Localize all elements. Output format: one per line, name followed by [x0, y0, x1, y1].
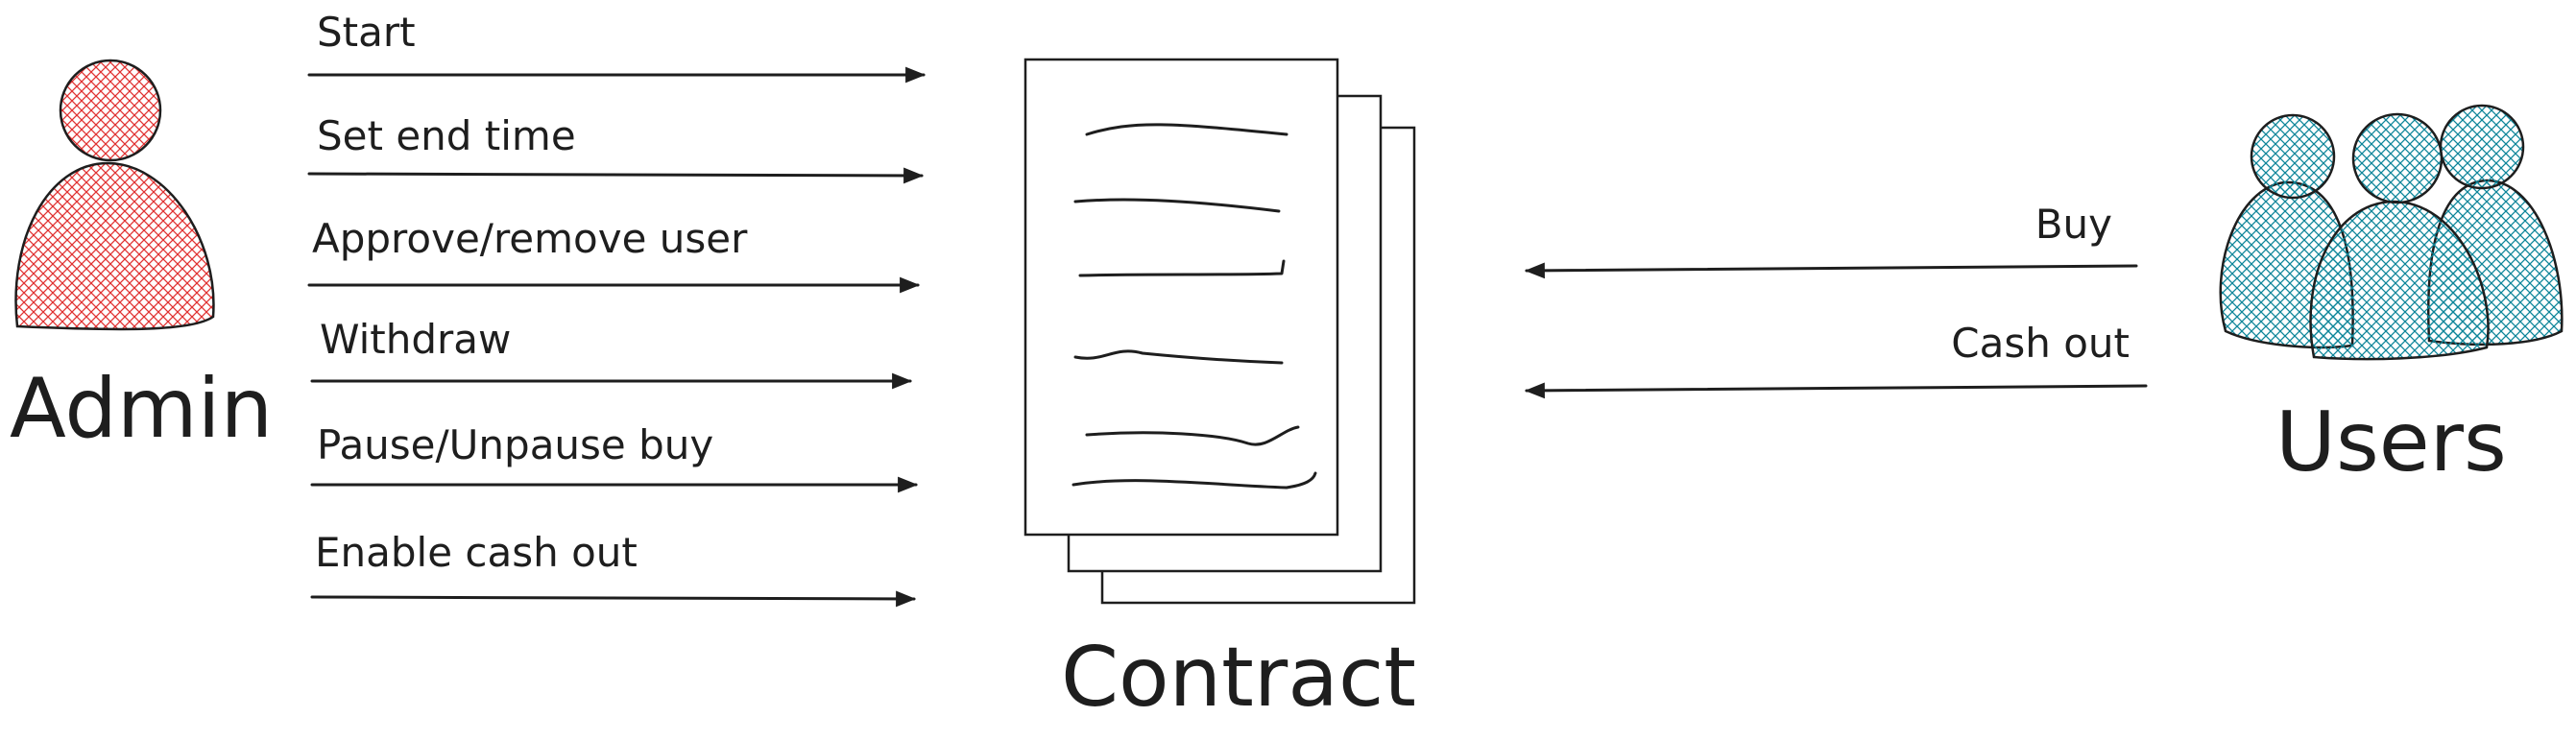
admin-person-icon [14, 59, 215, 331]
action-label-cash-out: Cash out [1951, 320, 2130, 367]
users-center-body [2309, 200, 2490, 361]
arrow-enable-cash-out [310, 590, 917, 608]
action-label-set-end-time: Set end time [317, 112, 576, 159]
contract-scribble-lines [1071, 123, 1317, 490]
action-label-start: Start [317, 9, 416, 56]
admin-body [14, 161, 215, 331]
users-label: Users [2275, 394, 2507, 490]
action-label-approve-remove-user: Approve/remove user [312, 215, 748, 262]
admin-label: Admin [10, 361, 273, 457]
action-label-pause-unpause-buy: Pause/Unpause buy [317, 421, 713, 468]
arrow-set-end-time [307, 167, 925, 184]
admin-head [59, 59, 162, 162]
arrow-cash-out [1524, 382, 2148, 399]
action-label-withdraw: Withdraw [320, 316, 511, 363]
arrow-buy [1524, 262, 2138, 279]
action-label-enable-cash-out: Enable cash out [315, 529, 638, 576]
users-center-head [2351, 112, 2444, 204]
action-label-buy: Buy [2035, 201, 2112, 248]
contract-label: Contract [1061, 630, 1416, 726]
admin-actions: Start Set end time Approve/remove user W… [307, 9, 927, 608]
contract-document-stack-icon [1023, 58, 1416, 605]
user-actions: Buy Cash out [1524, 201, 2148, 399]
users-right-head [2439, 104, 2525, 190]
contract-page-front [1023, 58, 1339, 537]
users-group-icon [2219, 104, 2564, 361]
users-left-head [2250, 113, 2336, 200]
